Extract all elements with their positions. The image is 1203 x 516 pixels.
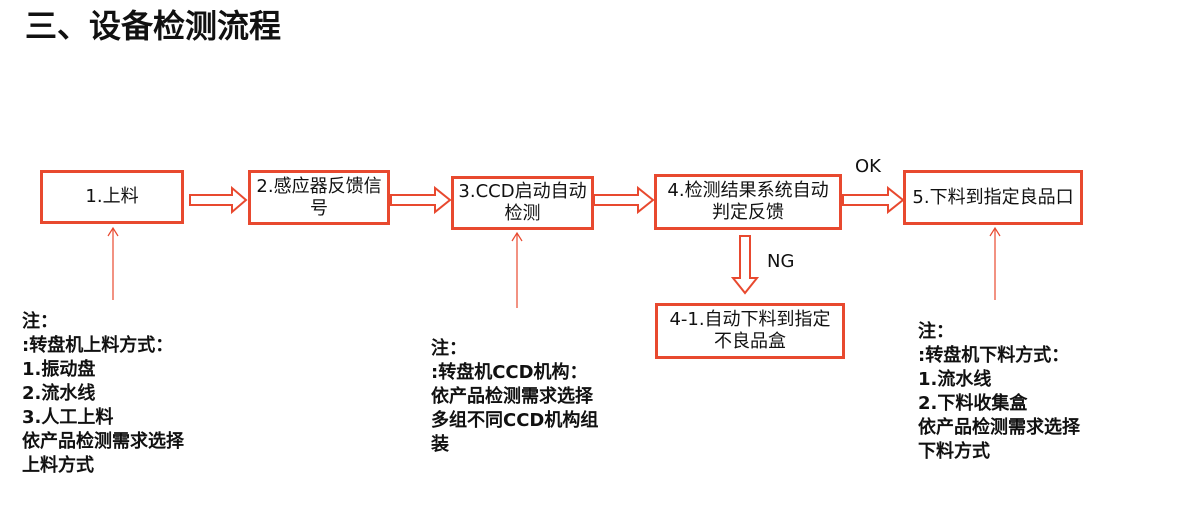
pointer-head-5 [989, 226, 1001, 237]
note-line: 注： [431, 338, 467, 359]
arrow-1-to-2 [189, 185, 248, 215]
note-line: 注： [22, 311, 58, 332]
arrow-4-to-5 [842, 185, 905, 215]
note-line: 注： [918, 321, 954, 342]
note-line: 多组不同CCD机构组 [431, 410, 599, 431]
note-line: :转盘机上料方式： [22, 335, 174, 356]
note-line: 1.流水线 [918, 369, 992, 390]
step-5-label: 5.下料到指定良品口 [912, 186, 1074, 208]
note-line: 依产品检测需求选择 [918, 417, 1080, 438]
step-4-label: 4.检测结果系统自动判定反馈 [667, 180, 829, 223]
note-line: 2.下料收集盒 [918, 393, 1028, 414]
note-line: :转盘机下料方式： [918, 345, 1070, 366]
note-line: 依产品检测需求选择 [22, 431, 184, 452]
step-1-box: 1.上料 [40, 170, 184, 224]
note-step-5: 注： :转盘机下料方式： 1.流水线 2.下料收集盒 依产品检测需求选择 下料方… [918, 320, 1080, 464]
step-5-box: 5.下料到指定良品口 [903, 170, 1083, 225]
note-line: 装 [431, 434, 449, 455]
pointer-head-3 [511, 231, 523, 242]
note-line: 1.振动盘 [22, 359, 96, 380]
note-line: 上料方式 [22, 455, 94, 476]
arrow-3-to-4 [593, 185, 655, 215]
step-4-1-label: 4-1.自动下料到指定不良品盒 [669, 309, 831, 352]
arrow-2-to-3 [390, 185, 452, 215]
note-step-1: 注： :转盘机上料方式： 1.振动盘 2.流水线 3.人工上料 依产品检测需求选… [22, 310, 184, 478]
step-4-box: 4.检测结果系统自动判定反馈 [654, 174, 842, 230]
step-2-box: 2.感应器反馈信号 [248, 170, 390, 225]
note-line: 依产品检测需求选择 [431, 386, 593, 407]
arrow-4-down-ng [730, 235, 760, 295]
step-2-label: 2.感应器反馈信号 [256, 175, 382, 219]
ok-label: OK [855, 156, 881, 177]
note-line: :转盘机CCD机构： [431, 362, 588, 383]
note-line: 3.人工上料 [22, 407, 114, 428]
step-4-1-box: 4-1.自动下料到指定不良品盒 [655, 303, 845, 359]
note-step-3: 注： :转盘机CCD机构： 依产品检测需求选择 多组不同CCD机构组 装 [431, 337, 598, 457]
step-1-label: 1.上料 [85, 186, 139, 207]
pointer-head-1 [107, 226, 119, 237]
ng-label: NG [767, 251, 795, 272]
step-3-label: 3.CCD启动自动 检测 [458, 181, 587, 224]
page-title: 三、设备检测流程 [25, 7, 282, 45]
step-3-box: 3.CCD启动自动 检测 [451, 176, 594, 230]
note-line: 2.流水线 [22, 383, 96, 404]
note-line: 下料方式 [918, 441, 990, 462]
